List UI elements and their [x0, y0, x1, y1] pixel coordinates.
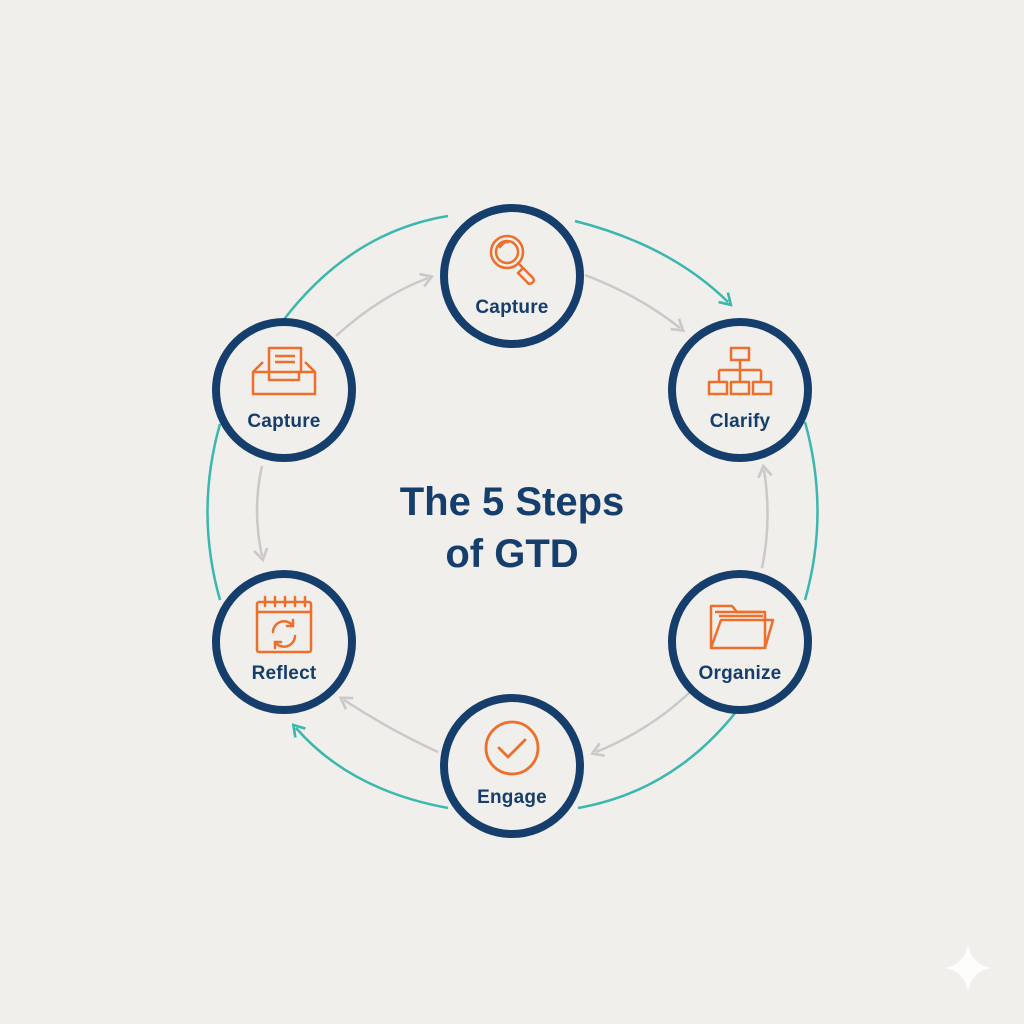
calendar-refresh-icon	[255, 595, 313, 654]
outer-arc-right	[803, 421, 819, 601]
step-label: Reflect	[251, 663, 317, 684]
step-node-reflect: Reflect	[212, 570, 356, 714]
step-label: Capture	[247, 411, 321, 432]
sparkle-icon	[944, 944, 992, 992]
step-node-engage: Engage	[440, 694, 584, 838]
step-node-capture-top: Capture	[440, 204, 584, 348]
outer-arc-left	[206, 423, 222, 601]
arrow-capture-left-to-reflect	[253, 465, 269, 563]
outer-arc-bottom-left	[291, 723, 449, 810]
outer-arc-top-left	[281, 214, 449, 323]
checkmark-circle-icon	[484, 720, 540, 776]
step-node-organize: Organize	[668, 570, 812, 714]
arrow-organize-to-clarify	[757, 463, 773, 569]
outer-arc-top-right	[574, 219, 733, 307]
step-label: Capture	[475, 297, 549, 318]
outer-arc-bottom-right	[577, 699, 747, 810]
step-node-capture-left: Capture	[212, 318, 356, 462]
arrow-capture-to-clarify	[584, 273, 686, 333]
title-line-2: of GTD	[445, 532, 579, 576]
step-label: Clarify	[709, 411, 771, 432]
outer-cycle-ring	[206, 214, 819, 810]
step-label: Organize	[698, 663, 782, 684]
arrow-organize-to-engage	[589, 691, 691, 757]
step-label: Engage	[477, 787, 547, 808]
magnifier-icon	[489, 234, 536, 286]
title-line-1: The 5 Steps	[399, 480, 625, 524]
inner-flow-arrows	[253, 272, 773, 757]
inbox-tray-icon	[251, 346, 317, 396]
folder-icon	[709, 604, 775, 650]
arrow-engage-to-reflect	[338, 696, 439, 754]
diagram-title: The 5 Steps of GTD	[312, 476, 712, 580]
org-chart-icon	[707, 346, 773, 396]
arrow-capture-left-to-capture-top	[335, 272, 435, 337]
step-node-clarify: Clarify	[668, 318, 812, 462]
